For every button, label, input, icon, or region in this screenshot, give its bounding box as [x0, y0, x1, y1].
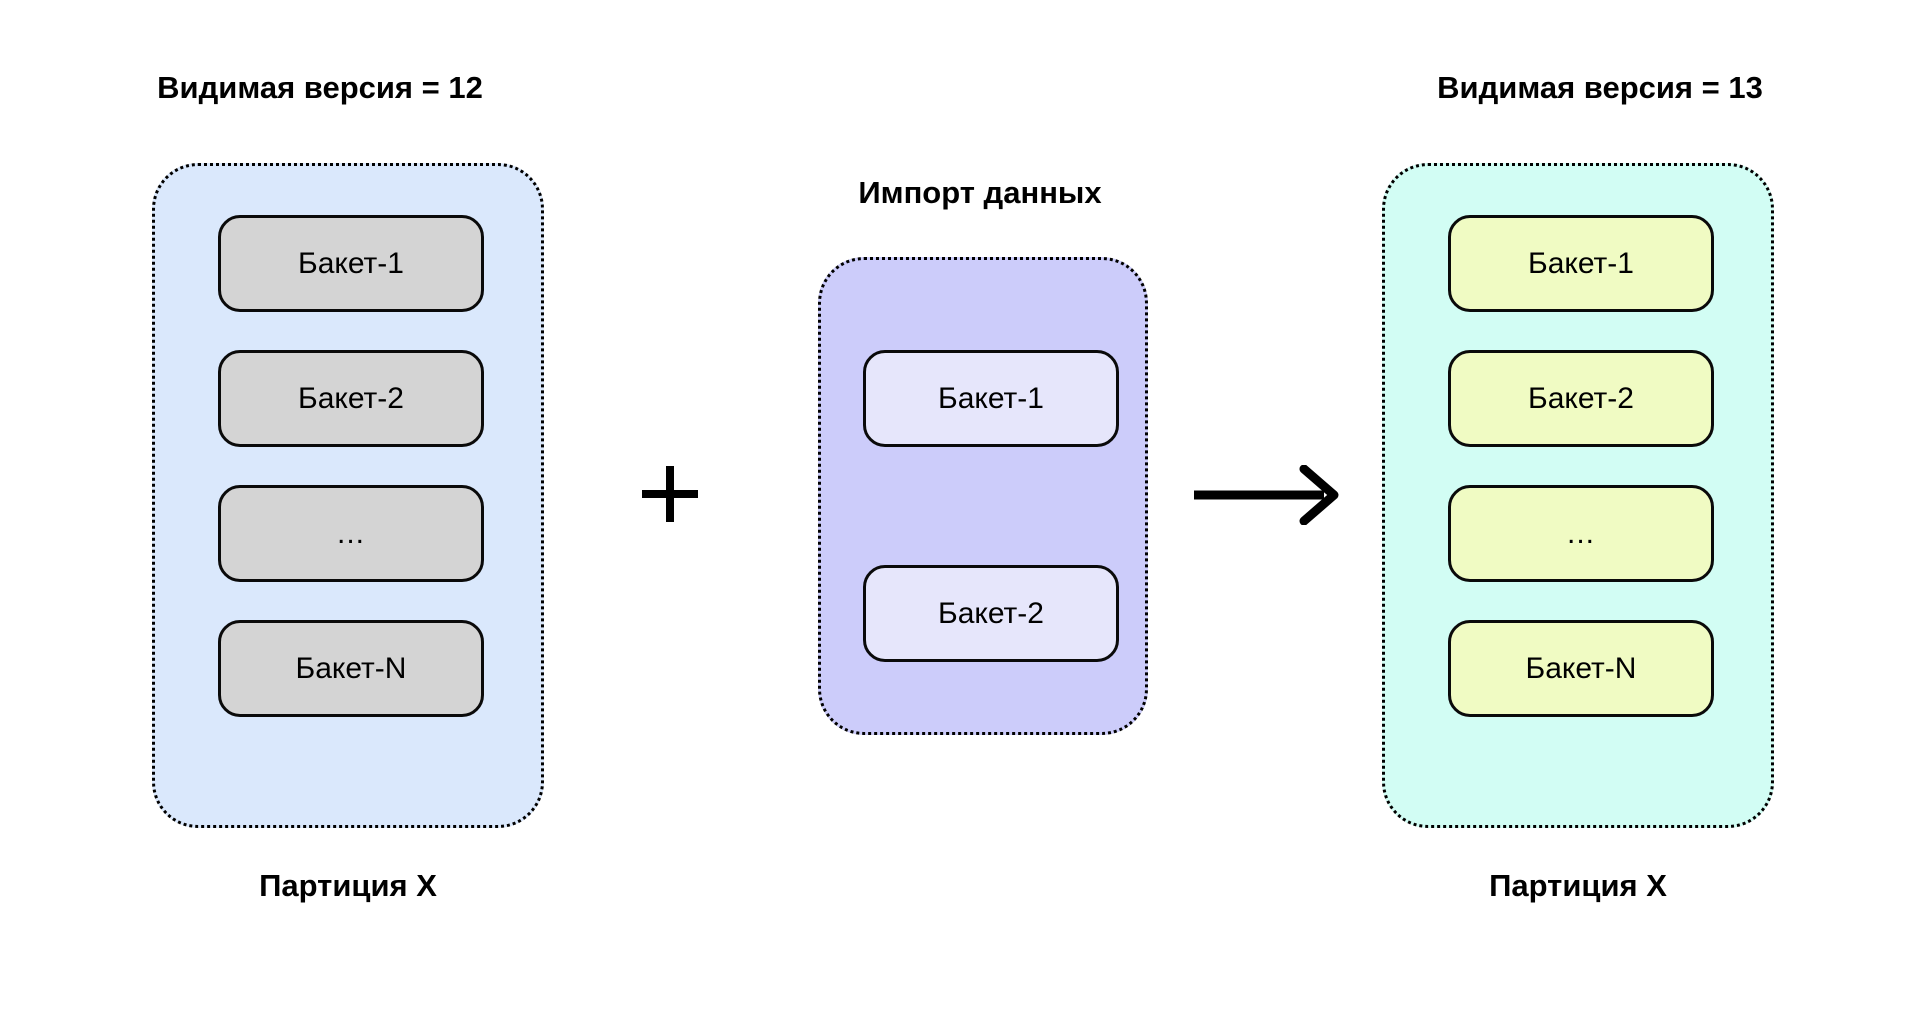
- right-bucket-ellipsis-label: ...: [1566, 516, 1595, 550]
- left-bucket-ellipsis-label: ...: [336, 516, 365, 550]
- left-bucket-1[interactable]: Бакет-1: [218, 215, 484, 312]
- import-bucket-1-label: Бакет-1: [938, 381, 1044, 415]
- left-partition-version-title: Видимая версия = 12: [157, 70, 483, 105]
- left-bucket-1-label: Бакет-1: [298, 246, 404, 280]
- import-bucket-1[interactable]: Бакет-1: [863, 350, 1119, 447]
- left-bucket-2[interactable]: Бакет-2: [218, 350, 484, 447]
- left-bucket-n-label: Бакет-N: [295, 651, 407, 685]
- right-partition-version-title: Видимая версия = 13: [1437, 70, 1763, 105]
- import-group-container: Бакет-1 Бакет-2: [818, 257, 1148, 735]
- right-bucket-1[interactable]: Бакет-1: [1448, 215, 1714, 312]
- left-bucket-ellipsis[interactable]: ...: [218, 485, 484, 582]
- left-partition-container: Бакет-1 Бакет-2 ... Бакет-N: [152, 163, 544, 828]
- right-partition-caption: Партиция X: [1489, 868, 1667, 903]
- left-bucket-2-label: Бакет-2: [298, 381, 404, 415]
- right-bucket-n[interactable]: Бакет-N: [1448, 620, 1714, 717]
- plus-operator-icon: [638, 462, 702, 526]
- right-bucket-2[interactable]: Бакет-2: [1448, 350, 1714, 447]
- right-bucket-n-label: Бакет-N: [1525, 651, 1637, 685]
- left-bucket-n[interactable]: Бакет-N: [218, 620, 484, 717]
- right-bucket-2-label: Бакет-2: [1528, 381, 1634, 415]
- import-group-title: Импорт данных: [858, 175, 1102, 210]
- right-partition-container: Бакет-1 Бакет-2 ... Бакет-N: [1382, 163, 1774, 828]
- right-bucket-1-label: Бакет-1: [1528, 246, 1634, 280]
- left-partition-caption: Партиция X: [259, 868, 437, 903]
- arrow-right-icon: [1192, 464, 1352, 526]
- right-bucket-ellipsis[interactable]: ...: [1448, 485, 1714, 582]
- import-bucket-2[interactable]: Бакет-2: [863, 565, 1119, 662]
- import-bucket-2-label: Бакет-2: [938, 596, 1044, 630]
